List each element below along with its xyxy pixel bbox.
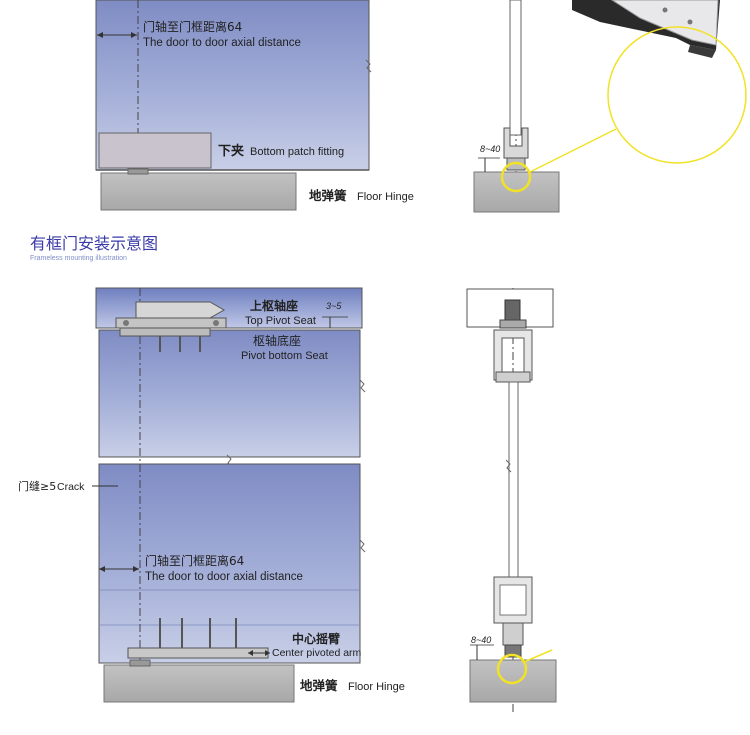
bottom-highlight-circle	[496, 653, 528, 685]
center-arm-en: Center pivoted arm	[272, 647, 362, 659]
bottom-front-view: 3~5	[92, 287, 366, 703]
top-axial-en: The door to door axial distance	[143, 37, 301, 49]
center-arm-cn: 中心摇臂	[292, 631, 340, 646]
upper-door-panel	[98, 329, 361, 458]
top-floor-hinge-cn: 地弹簧	[309, 188, 347, 203]
bottom-floor-hinge-en: Floor Hinge	[348, 681, 405, 693]
bottom-gap-dim: 8~40	[471, 635, 491, 645]
top-pivot-cn: 上枢轴座	[250, 298, 298, 313]
hinge-detail-photo	[572, 0, 720, 58]
top-glass-edge	[509, 0, 522, 136]
bottom-axial-cn: 门轴至门框距离64	[145, 553, 244, 568]
bottom-side-view: 8~40	[466, 288, 557, 712]
bottom-axial-en: The door to door axial distance	[145, 571, 303, 583]
top-floor-hinge-en: Floor Hinge	[357, 191, 414, 203]
lower-door-panel	[98, 463, 361, 664]
side-glass	[508, 381, 519, 578]
top-gap-dim: 8~40	[480, 144, 500, 154]
bottom-floor-hinge-cn: 地弹簧	[300, 678, 338, 693]
top-zoom-circle	[607, 26, 747, 164]
top-floor-block	[100, 172, 297, 211]
bottom-patch-en: Bottom patch fitting	[250, 146, 344, 158]
pivot-bottom-en: Pivot bottom Seat	[241, 350, 328, 362]
top-axial-cn: 门轴至门框距离64	[143, 19, 242, 34]
crack-cn: 门缝≥5	[18, 479, 56, 493]
crack-en: Crack	[57, 481, 85, 493]
top-pivot-en: Top Pivot Seat	[245, 315, 316, 327]
top-highlight-circle	[500, 161, 532, 193]
section-title-en: Frameless mounting illustration	[30, 255, 127, 262]
top-front-view	[95, 0, 372, 211]
section-title-cn: 有框门安装示意图	[30, 234, 158, 253]
bottom-patch-cn: 下夹	[218, 143, 244, 159]
bottom-patch-fitting	[98, 132, 212, 169]
top-side-view: 8~40	[473, 0, 747, 213]
top-dim-label: 3~5	[326, 301, 342, 311]
pivot-bottom-cn: 枢轴底座	[253, 333, 301, 348]
center-pivoted-arm	[127, 618, 270, 659]
top-pivot-mechanism	[115, 301, 227, 352]
bottom-side-floor	[469, 659, 557, 703]
bottom-floor-block	[103, 664, 295, 703]
